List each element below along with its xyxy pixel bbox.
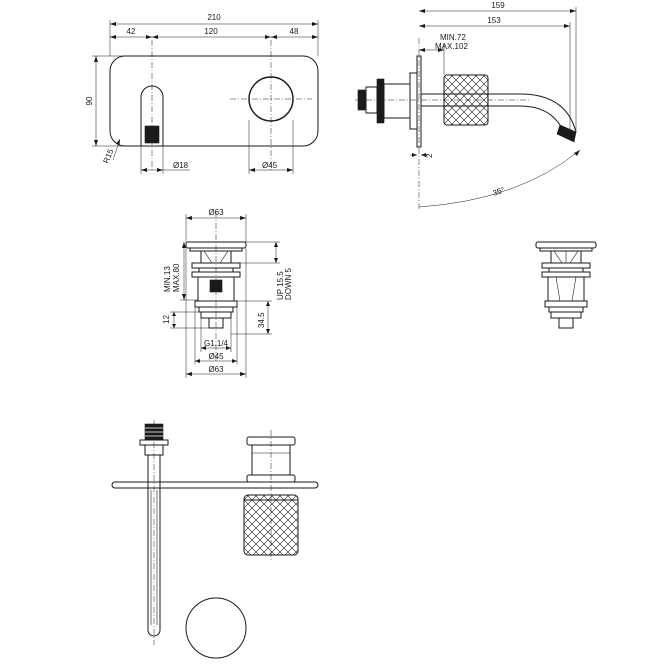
dim-right-offset: 48 <box>290 27 299 36</box>
dim-waste-top-diameter: Ø63 <box>208 208 224 217</box>
dim-waste-body-height: 34.5 <box>257 312 266 328</box>
dim-waste-max: MAX.80 <box>172 263 181 292</box>
dim-projection: 153 <box>487 16 501 25</box>
exploded-wall-plate <box>111 481 319 489</box>
dim-wall-max: MAX.102 <box>435 42 468 51</box>
waste-section-view: Ø63 MIN.13 MAX.80 UP 15.5 DOWN 5 34.5 12 <box>162 208 293 378</box>
dim-waste-min: MIN.13 <box>163 266 172 292</box>
front-view: 210 42 120 48 90 R15 Ø18 Ø4 <box>85 13 319 174</box>
side-view: 159 153 MIN.72 MAX.102 2 35° <box>355 1 581 210</box>
dim-rotation-angle: 35° <box>492 185 506 198</box>
dim-wall-min: MIN.72 <box>440 33 466 42</box>
dim-waste-up: UP 15.5 <box>276 271 285 300</box>
dim-spout-diameter: Ø18 <box>173 161 189 170</box>
dim-overall-width: 210 <box>207 13 221 22</box>
dim-waste-bottom-diameter: Ø63 <box>208 365 224 374</box>
exploded-view <box>111 420 319 659</box>
dim-waste-body-diameter: Ø45 <box>208 352 224 361</box>
control-knob-front <box>248 76 294 122</box>
dim-waste-thread-height: 12 <box>162 315 171 324</box>
dim-waste-thread: G1.1/4 <box>204 339 229 348</box>
dim-overall-length: 159 <box>491 1 505 10</box>
dim-plate-thickness: 2 <box>425 153 434 158</box>
dim-center-spacing: 120 <box>204 27 218 36</box>
dim-left-offset: 42 <box>127 27 136 36</box>
dim-waste-down: DOWN 5 <box>284 267 293 300</box>
spout-front <box>140 85 164 146</box>
dim-knob-diameter: Ø45 <box>262 161 278 170</box>
exploded-knurled-handle <box>243 494 299 556</box>
dim-corner-radius: R15 <box>102 147 116 164</box>
dim-height: 90 <box>85 96 94 105</box>
wall-plate <box>109 55 319 147</box>
waste-external-view <box>535 241 597 329</box>
exploded-disc <box>185 597 247 659</box>
